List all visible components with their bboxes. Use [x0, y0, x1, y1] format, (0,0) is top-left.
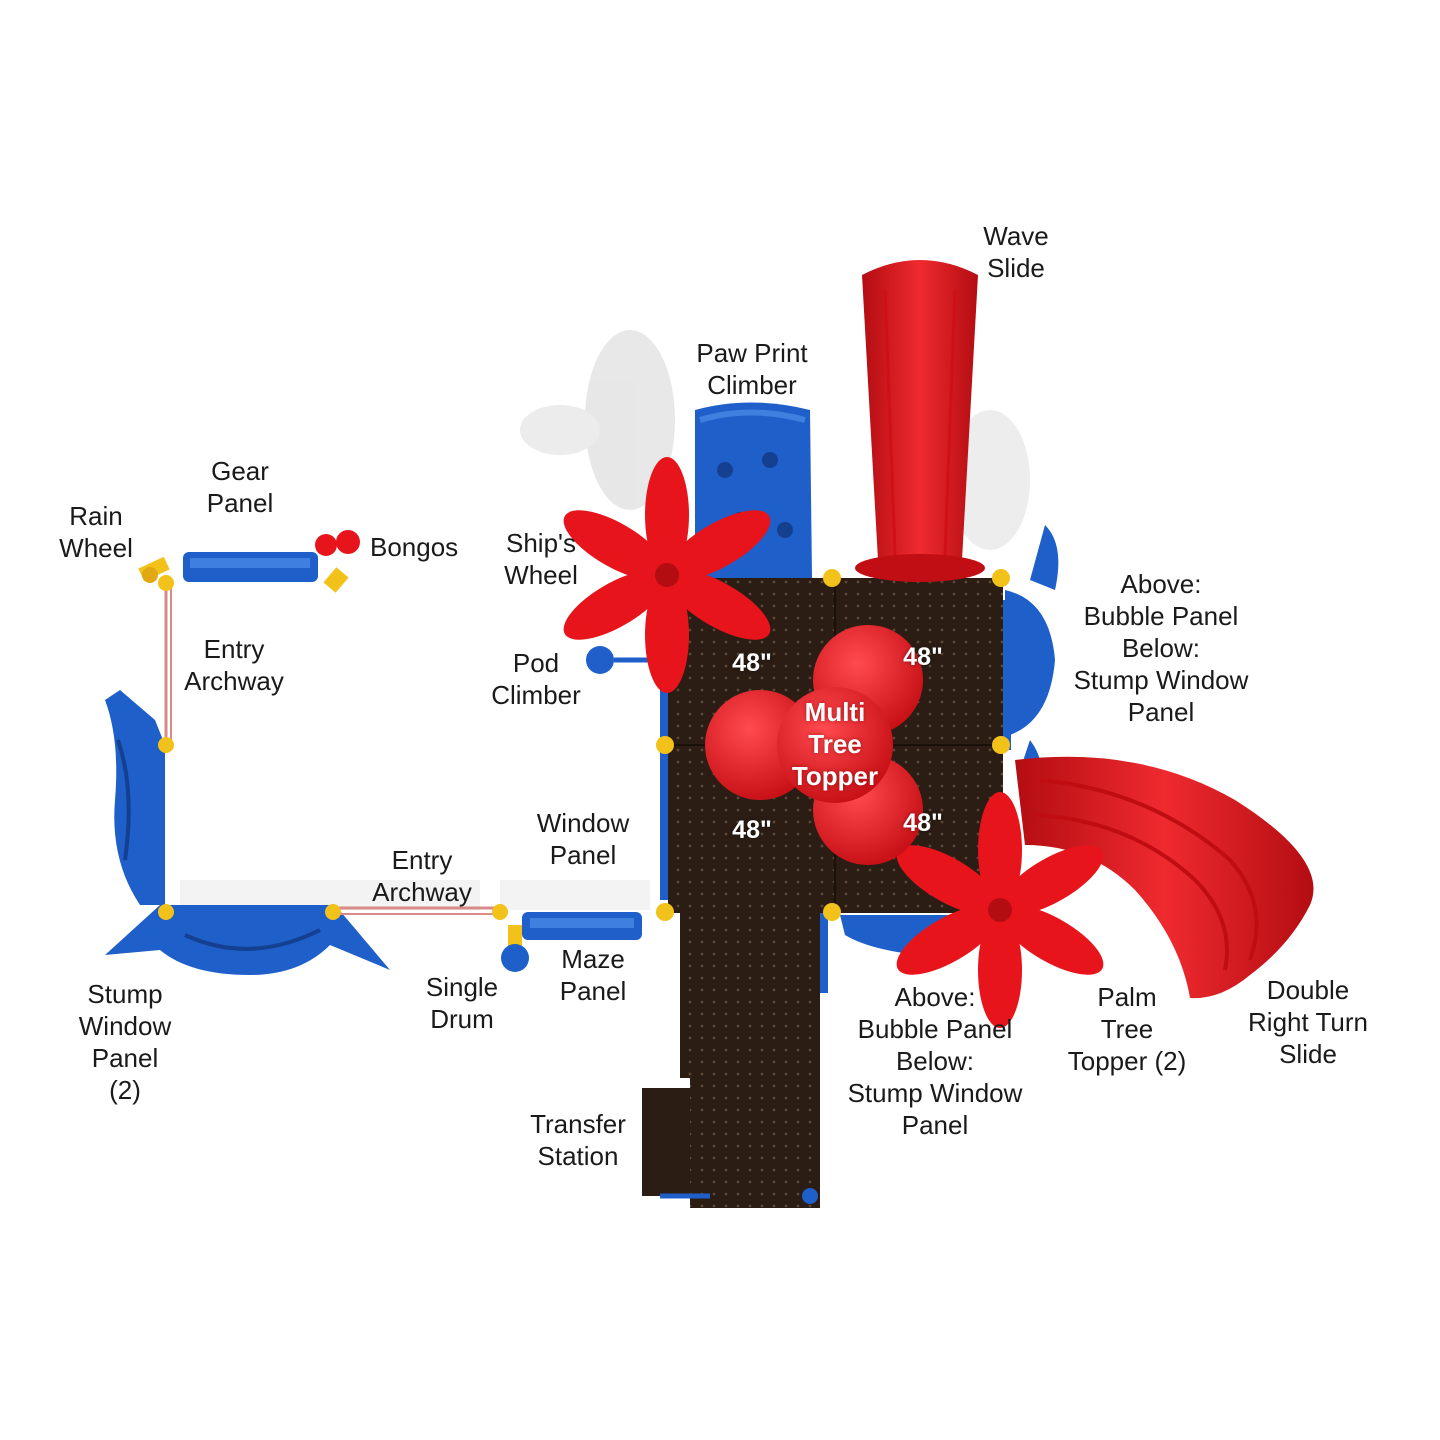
bongos-icon — [315, 530, 360, 593]
rain-wheel-label: Rain Wheel — [59, 501, 133, 563]
transfer-station — [642, 1088, 690, 1196]
rain-wheel-icon — [138, 556, 170, 583]
multi-tree-topper-icon — [705, 625, 923, 865]
ground-shadows — [180, 330, 1030, 910]
deck-posts — [656, 569, 1010, 921]
stump-window-panel-label: Stump Window Panel (2) — [78, 979, 172, 1105]
deck-height-label: 48" — [732, 816, 772, 844]
double-right-turn-slide-icon — [1015, 756, 1314, 999]
entry-archway-bottom-label: Entry Archway — [372, 845, 472, 907]
ships-wheel-label: Ship's Wheel — [504, 528, 578, 590]
wave-slide-label: Wave Slide — [983, 221, 1049, 283]
wave-slide-icon — [855, 260, 985, 582]
palm-tree-topper-icon-2 — [896, 792, 1104, 1028]
left-enclosure — [105, 530, 508, 975]
single-drum-icon — [501, 925, 529, 972]
above-bubble-panel-bottom-label: Above: Bubble Panel Below: Stump Window … — [847, 982, 1023, 1140]
double-right-turn-slide-label: Double Right Turn Slide — [1248, 975, 1368, 1069]
deck-height-label: 48" — [903, 809, 943, 837]
stump-window-panel-bottom — [105, 905, 390, 975]
window-panel-label: Window Panel — [536, 808, 630, 870]
entry-archway-label: Entry Archway — [184, 634, 284, 696]
above-bubble-panel-right-label: Above: Bubble Panel Below: Stump Window … — [1073, 569, 1249, 727]
single-drum-label: Single Drum — [425, 972, 499, 1034]
maze-panel-label: Maze Panel — [559, 944, 627, 1006]
bubble-panel-right — [1005, 590, 1055, 735]
pod-climber-label: Pod Climber — [491, 648, 581, 710]
stump-window-panel-left — [105, 690, 165, 905]
palm-tree-topper-icon — [563, 457, 771, 693]
multi-tree-topper-label: Multi Tree Topper — [791, 697, 879, 791]
bongos-label: Bongos — [370, 532, 459, 562]
transfer-station-label: Transfer Station — [530, 1109, 626, 1171]
deck-height-label: 48" — [903, 643, 943, 671]
paw-print-climber-label: Paw Print Climber — [696, 338, 808, 400]
gear-panel-label: Gear Panel — [206, 456, 274, 518]
deck-height-label: 48" — [732, 649, 772, 677]
palm-tree-topper-label: Palm Tree Topper (2) — [1067, 982, 1187, 1076]
